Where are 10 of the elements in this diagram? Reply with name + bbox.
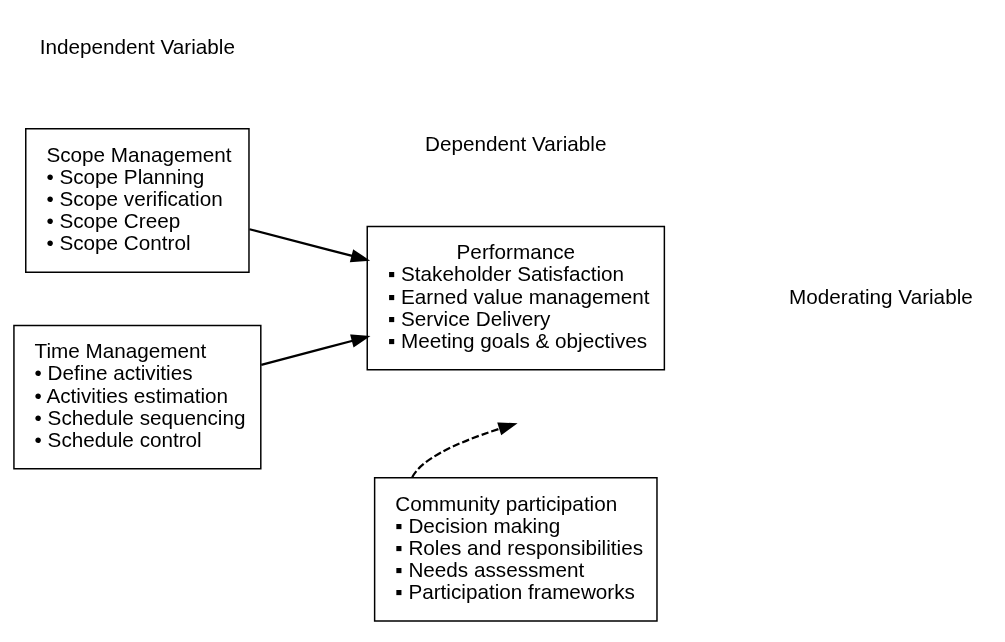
label: Independent Variable [39, 34, 235, 58]
label: Dependent Variable [425, 132, 607, 156]
arrow [261, 334, 371, 366]
label: Moderating Variable [789, 284, 973, 308]
node-box: Community participation ▪ Decision making ▪ Roles and responsibilities ▪ Needs assessment ▪ Participation frameworks [373, 476, 658, 622]
arrow [249, 228, 371, 263]
node-box: Performance ▪ Stakeholder Satisfaction ▪ Earned value management ▪ Service Delivery ▪ Meeting goals & objectives [366, 225, 666, 371]
arrow [411, 422, 518, 478]
node-box: Scope Management • Scope Planning • Scope verification • Scope Creep • Scope Control [25, 128, 250, 273]
node-box: Time Management • Define activities • Activities estimation • Schedule sequencing • Schedule control [13, 324, 262, 470]
